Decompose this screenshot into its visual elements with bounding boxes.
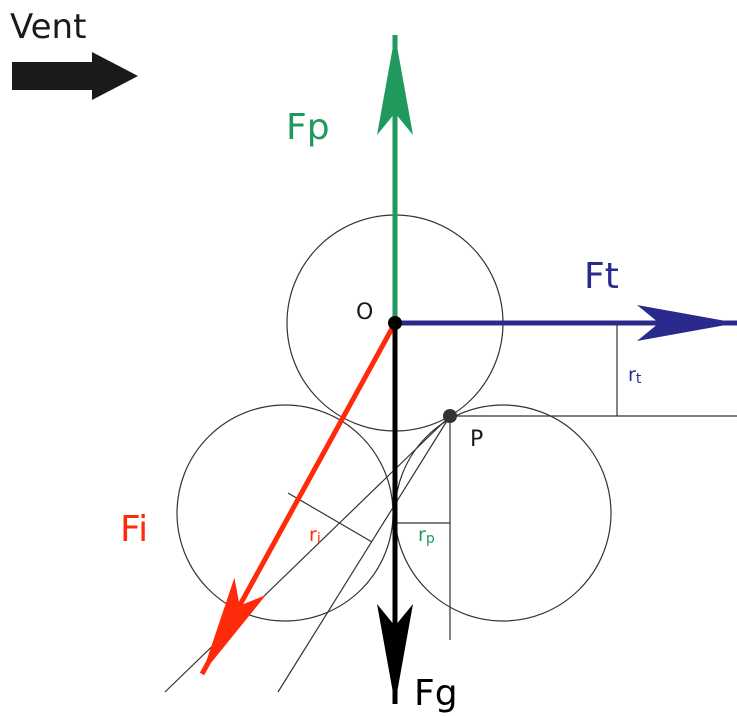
- wind-label: Vent: [10, 7, 86, 47]
- origin-point: [388, 316, 402, 330]
- rp-label: rp: [418, 524, 435, 547]
- pivot-diagonal-line-b: [164, 415, 451, 693]
- fg-label: Fg: [414, 673, 458, 714]
- left-circle: [176, 404, 394, 622]
- pivot-point: [443, 409, 457, 423]
- rt-label: rt: [628, 364, 642, 387]
- ri-label: ri: [309, 524, 321, 547]
- pivot-diagonal-line-a: [277, 415, 451, 693]
- pivot-label: P: [470, 427, 483, 452]
- ri-measure-line: [287, 492, 373, 543]
- origin-label: O: [356, 300, 373, 325]
- ft-label: Ft: [584, 256, 619, 297]
- fi-label: Fi: [120, 509, 148, 550]
- fi-arrow: [199, 321, 398, 676]
- wind-arrow-icon: [12, 52, 138, 100]
- fp-label: Fp: [286, 107, 330, 148]
